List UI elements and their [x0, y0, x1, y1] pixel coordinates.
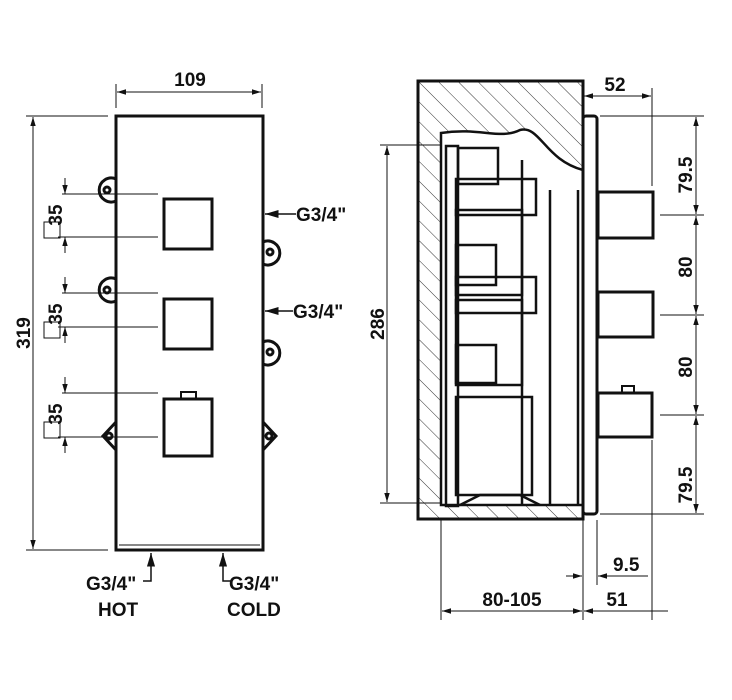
side-knob-top: [596, 190, 655, 240]
spacing-dimensions: 79.5 80 80 79.5: [600, 115, 704, 515]
spacing-dim-2: 80: [676, 256, 697, 277]
body-height-dim-label: 286: [368, 308, 389, 340]
spacing-dim-1: 79.5: [676, 156, 697, 193]
cold-inlet-label: COLD: [227, 600, 281, 621]
handle-dim-3: 35: [46, 403, 67, 425]
cold-inlet-size: G3/4": [229, 574, 279, 595]
knob-middle: [162, 297, 214, 351]
height-dim-label: 319: [14, 317, 35, 349]
hot-inlet-size: G3/4": [86, 574, 136, 595]
side-knob-bottom: [596, 391, 654, 439]
cover-plate: [581, 114, 599, 516]
side-knob-middle: [596, 290, 655, 339]
depth-dim-label: 80-105: [482, 590, 542, 611]
handle-dim-1: 35: [46, 204, 67, 226]
front-depth-dim-label: 51: [606, 590, 628, 611]
hot-inlet-label: HOT: [98, 600, 139, 621]
plate-offset-dim-label: 9.5: [613, 555, 640, 576]
spacing-dim-4: 79.5: [676, 466, 697, 503]
spacing-dim-3: 80: [676, 356, 697, 377]
front-view: 109 319 35 35 35 G3/4" G3/4" G3/4" HOT: [14, 70, 346, 621]
mounting-lugs: [97, 176, 282, 452]
valve-body: [444, 144, 580, 508]
side-view: 286 52 79.5 80 80 79.5 9.5: [368, 75, 704, 620]
body-cavity: [439, 128, 585, 507]
inlet-right-top-label: G3/4": [296, 205, 346, 226]
inlet-right-mid-label: G3/4": [293, 302, 343, 323]
handle-dimensions: 35 35 35: [43, 178, 158, 453]
width-dim-label: 109: [174, 70, 206, 91]
projection-dim-label: 52: [604, 75, 625, 96]
knob-bottom: [162, 397, 214, 458]
knob-top: [162, 197, 214, 251]
handle-dim-2: 35: [46, 303, 67, 325]
front-plate: [114, 114, 265, 552]
